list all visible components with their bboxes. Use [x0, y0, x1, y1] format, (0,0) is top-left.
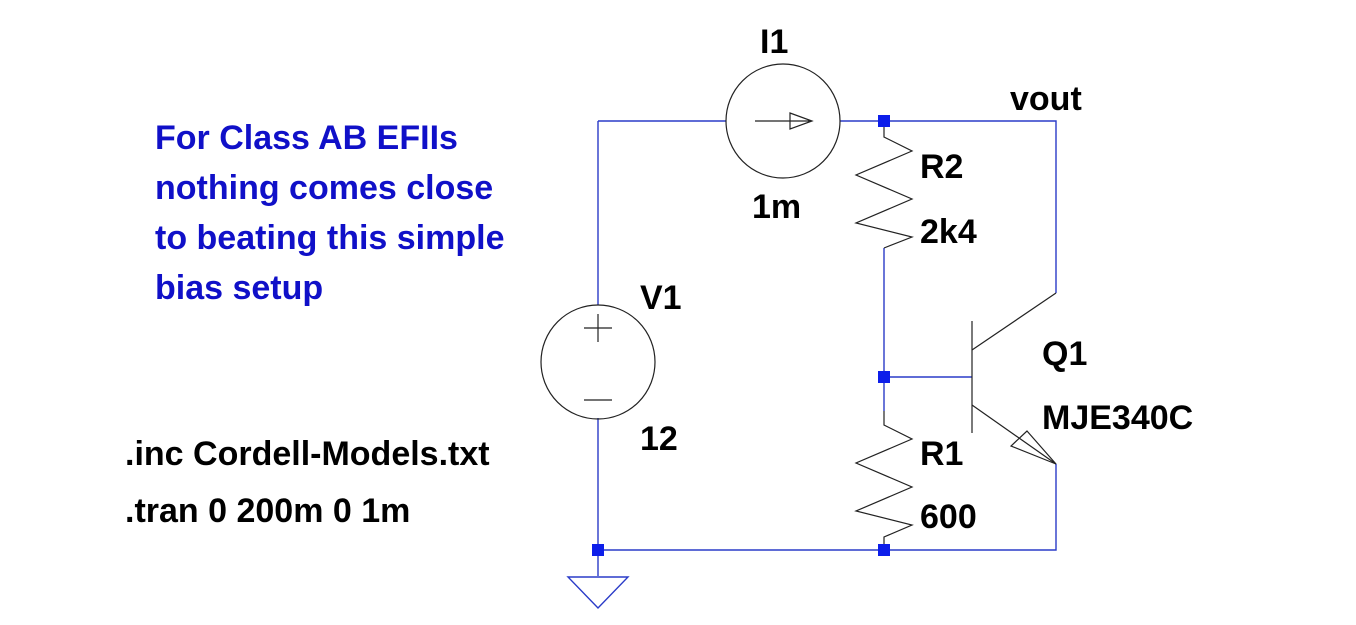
- plus-icon: [584, 314, 612, 342]
- comment-line: to beating this simple: [155, 219, 504, 257]
- r2-ref-label: R2: [920, 148, 963, 186]
- ground-icon: [566, 576, 630, 610]
- current-source-i1[interactable]: [725, 63, 841, 179]
- comment-line: nothing comes close: [155, 169, 493, 207]
- i1-value-label: 1m: [752, 188, 801, 226]
- emitter-arrow-icon: [1009, 430, 1057, 465]
- spice-directives: .inc Cordell-Models.txt .tran 0 200m 0 1…: [125, 435, 490, 530]
- transistor-emitter-leg: [971, 404, 1057, 465]
- wire-emitter-return: [884, 464, 1057, 551]
- voltage-source-v1[interactable]: [540, 304, 656, 420]
- directive-inc: .inc Cordell-Models.txt: [125, 435, 490, 473]
- directive-tran: .tran 0 200m 0 1m: [125, 492, 410, 530]
- junction-node: [592, 544, 604, 556]
- ground-symbol: [566, 576, 630, 610]
- i1-ref-label: I1: [760, 23, 788, 61]
- resistor-r2[interactable]: [854, 121, 914, 249]
- resistor-zigzag-icon: [854, 121, 914, 249]
- resistor-zigzag-icon: [854, 411, 914, 550]
- wires: [597, 120, 1057, 576]
- r2-value-label: 2k4: [920, 213, 977, 251]
- comment-line: bias setup: [155, 269, 323, 307]
- current-source-circle: [725, 63, 841, 179]
- junction-node: [878, 371, 890, 383]
- arrow-right-icon: [755, 112, 814, 130]
- comment-block: For Class AB EFIIs nothing comes close t…: [155, 119, 504, 307]
- transistor-collector-leg: [971, 292, 1057, 351]
- r1-value-label: 600: [920, 498, 977, 536]
- junction-node: [878, 544, 890, 556]
- r1-ref-label: R1: [920, 435, 963, 473]
- q1-value-label: MJE340C: [1042, 399, 1193, 437]
- resistor-r1[interactable]: [854, 411, 914, 550]
- v1-value-label: 12: [640, 420, 678, 458]
- wire-vout: [884, 120, 1057, 293]
- comment-line: For Class AB EFIIs: [155, 119, 458, 157]
- voltage-source-circle: [540, 304, 656, 420]
- junction-node: [878, 115, 890, 127]
- net-label-vout: vout: [1010, 80, 1082, 118]
- transistor-q1[interactable]: [971, 292, 1057, 465]
- v1-ref-label: V1: [640, 279, 682, 317]
- q1-ref-label: Q1: [1042, 335, 1087, 373]
- junction-nodes: [592, 115, 890, 556]
